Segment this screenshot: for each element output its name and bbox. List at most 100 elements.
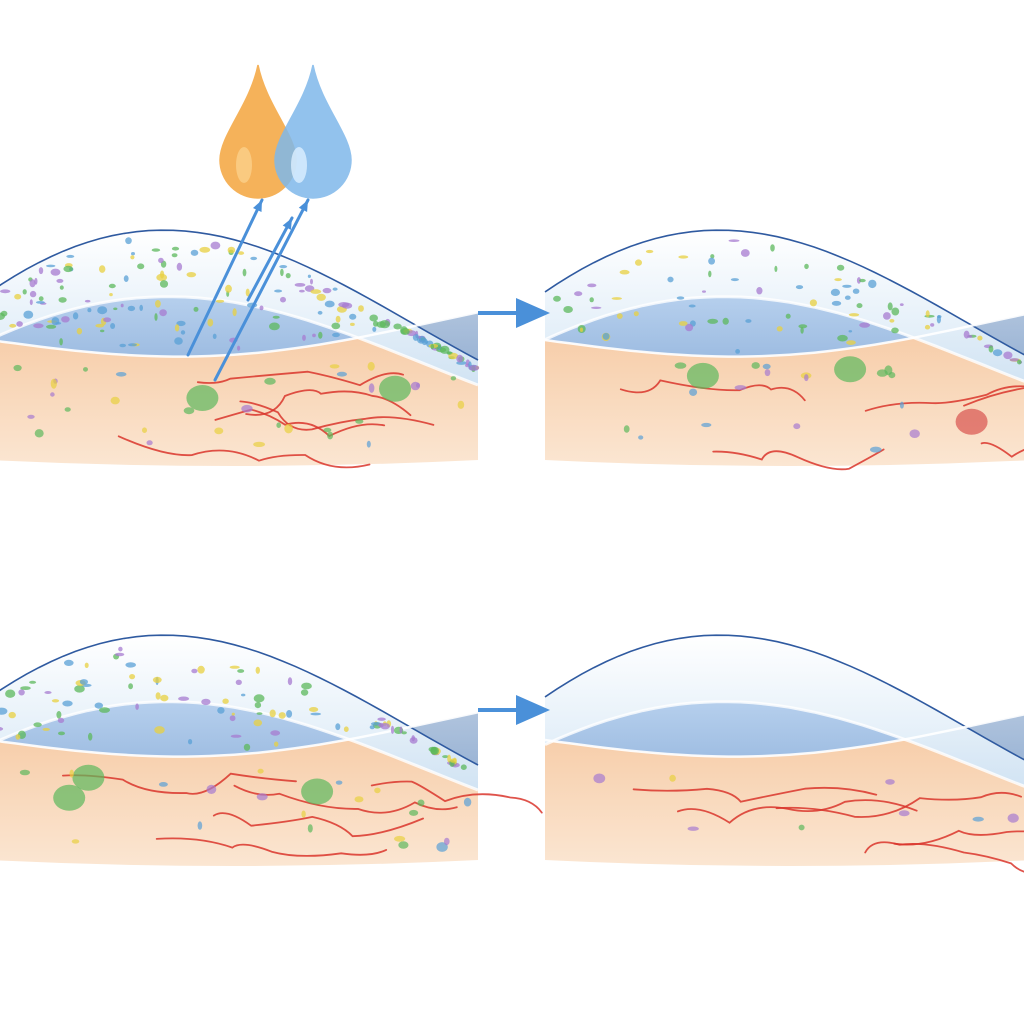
particle	[237, 345, 241, 351]
blue-drop-highlight	[291, 147, 307, 183]
particle	[29, 290, 37, 298]
drop-penetration-arrow	[186, 198, 264, 357]
particle	[113, 307, 118, 311]
particle	[29, 680, 37, 684]
tissue-layer	[545, 714, 1024, 866]
particle	[977, 335, 983, 341]
particle	[891, 327, 899, 334]
particle	[369, 314, 379, 322]
particle	[16, 321, 23, 327]
particle	[635, 259, 642, 266]
particle	[707, 318, 719, 324]
particle	[243, 743, 251, 751]
particle	[318, 331, 323, 339]
blue-drop	[274, 64, 352, 199]
particle	[9, 323, 17, 328]
particle	[152, 676, 162, 684]
tissue-cell	[335, 780, 343, 785]
particle	[225, 284, 232, 293]
blood-vessel	[864, 841, 1024, 873]
particle	[274, 741, 279, 747]
particle	[848, 330, 853, 333]
particle	[300, 689, 309, 696]
particle	[135, 703, 139, 710]
particle	[29, 279, 36, 288]
fluid-highlight	[544, 295, 1024, 383]
particle	[186, 272, 197, 278]
particle	[745, 319, 752, 323]
tissue-cell	[13, 364, 22, 372]
particle	[740, 249, 750, 257]
tissue-cell	[762, 363, 771, 370]
arrow-head	[516, 695, 550, 725]
tissue-cell	[366, 440, 371, 448]
panel-stage-1	[0, 229, 480, 469]
particle	[255, 666, 260, 674]
particle	[563, 306, 573, 313]
particle	[591, 306, 602, 309]
particle	[0, 289, 11, 294]
particle	[125, 237, 132, 245]
surface-outline	[0, 229, 479, 361]
blood-vessel	[775, 791, 1022, 818]
particle	[118, 646, 123, 652]
tissue-cell	[1007, 813, 1019, 823]
fluid-layer	[545, 296, 1024, 382]
particle	[158, 257, 164, 264]
blood-vessel	[196, 370, 404, 387]
particle	[35, 301, 45, 304]
tissue-cell	[623, 425, 630, 433]
particle	[56, 278, 64, 283]
particle	[8, 711, 16, 719]
particle	[439, 345, 450, 354]
particle	[798, 324, 808, 329]
particle	[278, 712, 286, 719]
particle	[210, 241, 221, 250]
tissue-cell	[701, 422, 712, 428]
particle	[937, 315, 942, 319]
particle	[688, 304, 696, 308]
particle	[380, 723, 390, 730]
particle	[237, 669, 245, 673]
tissue-cell	[686, 362, 719, 389]
particle	[62, 700, 73, 707]
particle	[151, 248, 161, 252]
particle	[38, 267, 44, 275]
particle	[99, 265, 106, 273]
particle	[253, 719, 263, 727]
tissue-boundary	[544, 713, 1024, 758]
tissue-cell	[444, 837, 450, 846]
particle	[399, 726, 403, 734]
particle	[393, 323, 402, 330]
drop-arrow-head	[282, 218, 292, 230]
tissue-cell	[354, 796, 364, 803]
particle	[0, 707, 8, 715]
particle	[0, 310, 8, 317]
blood-vessel	[963, 387, 1024, 407]
tissue-cell	[463, 797, 472, 807]
particle	[254, 702, 262, 709]
particle	[602, 332, 610, 340]
particle	[834, 278, 842, 282]
particle	[199, 246, 211, 253]
tissue-cell	[53, 784, 86, 811]
tissue-cell	[593, 773, 606, 784]
particle	[46, 324, 57, 329]
blood-vessel	[619, 379, 806, 402]
particle	[836, 264, 845, 271]
particle	[372, 326, 377, 332]
particle	[616, 313, 623, 319]
tissue-cell	[257, 768, 264, 774]
particle	[87, 308, 92, 313]
particle	[676, 296, 685, 300]
tissue-cell	[885, 779, 895, 785]
particle	[611, 297, 622, 300]
orange-drop-highlight	[236, 147, 252, 183]
blood-vessel	[245, 389, 412, 417]
particle	[358, 305, 364, 312]
particle	[55, 322, 62, 325]
particle	[5, 689, 16, 698]
particle	[868, 279, 877, 289]
particle	[274, 289, 283, 293]
tissue-cell	[689, 388, 698, 396]
